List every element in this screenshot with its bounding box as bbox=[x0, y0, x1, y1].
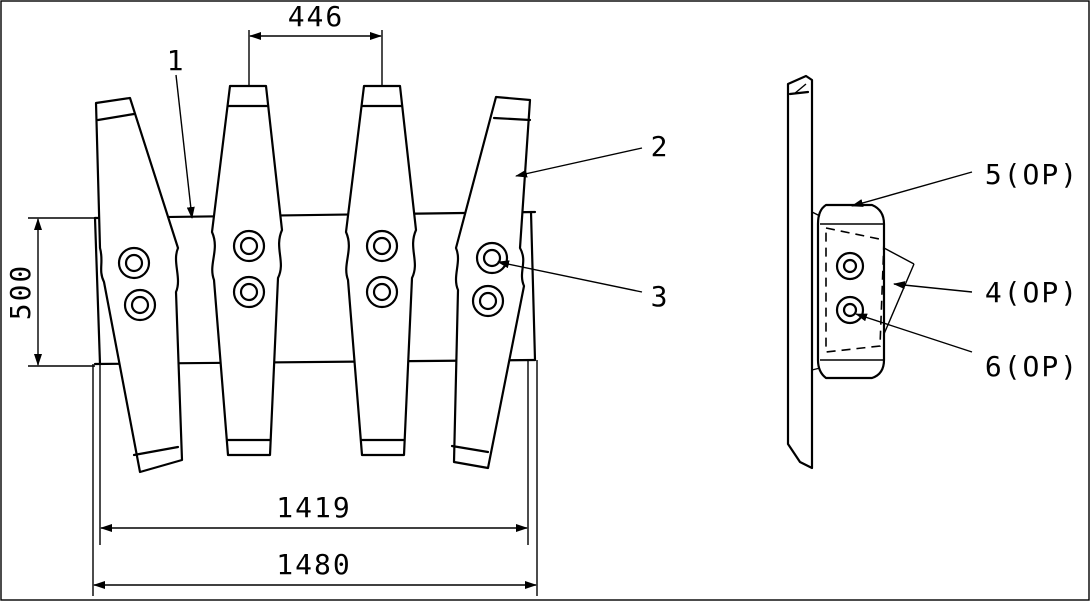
shank-1 bbox=[94, 96, 184, 474]
bolt-hole bbox=[365, 229, 399, 263]
dimension-label-500: 500 bbox=[4, 264, 37, 321]
callout-6: 6(OP) bbox=[855, 313, 1079, 383]
dimension-label-1419: 1419 bbox=[276, 491, 351, 524]
callout-3: 3 bbox=[497, 260, 670, 313]
callout-5: 5(OP) bbox=[851, 158, 1079, 207]
callout-1: 1 bbox=[167, 44, 195, 219]
bolt-hole bbox=[232, 275, 266, 309]
bolt-hole bbox=[365, 275, 399, 309]
dimension-label-1480: 1480 bbox=[276, 548, 351, 581]
dimension-446: 446 bbox=[248, 0, 383, 86]
callout-2: 2 bbox=[515, 130, 670, 178]
bolt-hole bbox=[475, 241, 509, 275]
dimension-1419: 1419 bbox=[99, 360, 529, 545]
shank-4 bbox=[450, 95, 532, 470]
side-view: 5(OP) 4(OP) 6(OP) bbox=[786, 74, 1079, 470]
bolt-hole bbox=[117, 246, 151, 280]
shank-2 bbox=[210, 84, 284, 457]
dimension-label-446: 446 bbox=[288, 0, 345, 33]
bolt-hole bbox=[232, 229, 266, 263]
callout-label-1: 1 bbox=[167, 44, 186, 77]
front-view: 446 500 1419 1480 1 bbox=[4, 0, 670, 596]
callout-label-5: 5(OP) bbox=[985, 158, 1079, 191]
dimension-1480: 1480 bbox=[92, 360, 538, 596]
callout-label-3: 3 bbox=[651, 280, 670, 313]
protector-block bbox=[816, 203, 886, 380]
shank-3 bbox=[344, 84, 418, 457]
callout-label-2: 2 bbox=[651, 130, 670, 163]
callout-label-4: 4(OP) bbox=[985, 276, 1079, 309]
side-bolt bbox=[835, 251, 865, 281]
callout-4: 4(OP) bbox=[893, 276, 1079, 309]
dimension-500: 500 bbox=[4, 217, 95, 367]
bolt-hole bbox=[123, 288, 157, 322]
callout-label-6: 6(OP) bbox=[985, 350, 1079, 383]
shank-profile bbox=[786, 74, 814, 470]
shroud-hidden bbox=[825, 227, 885, 353]
side-bolt bbox=[835, 295, 865, 325]
bolt-hole bbox=[471, 284, 505, 318]
